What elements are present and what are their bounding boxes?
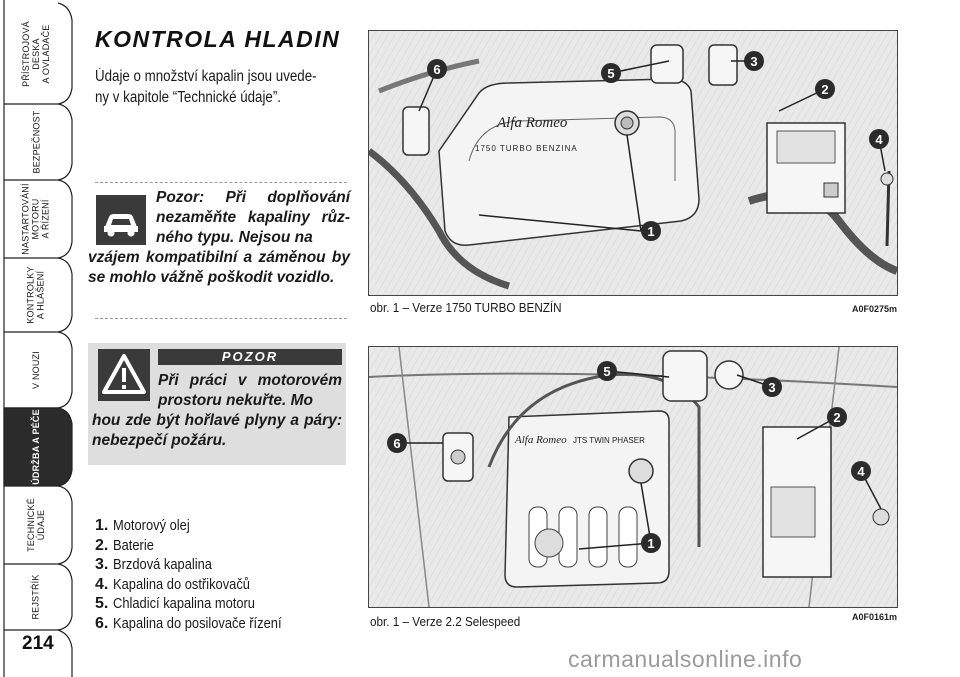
- warning-text-rest: hou zde být hořlavé plyny a páry: nebezp…: [92, 412, 342, 449]
- note-text: Pozor: Při doplňování nezaměňte kapaliny…: [88, 188, 350, 288]
- engine-figure-selespeed: Alfa Romeo JTS TWIN PHASER: [368, 346, 898, 608]
- legend-item: 1. Motorový olej: [95, 517, 190, 534]
- callout-markers: 1 2 3 4 5 6: [427, 51, 889, 241]
- engine-bay-illustration: Alfa Romeo 1750 TURBO BENZINA 1 2 3 4: [369, 31, 897, 295]
- warning-banner: POZOR: [158, 349, 342, 365]
- warning-triangle-icon: [98, 349, 150, 401]
- tab-technicke-udaje[interactable]: TECHNICKÉ ÚDAJE: [26, 498, 46, 552]
- callout-1: 1: [647, 536, 654, 551]
- car-damage-icon: [96, 195, 146, 245]
- figure-code-1: A0F0275m: [852, 304, 898, 314]
- figure-caption-1: obr. 1 – Verze 1750 TURBO BENZÍN: [370, 300, 562, 315]
- callout-3: 3: [768, 380, 775, 395]
- callout-5: 5: [603, 364, 610, 379]
- legend-item: 3. Brzdová kapalina: [95, 556, 212, 573]
- chapter-tabs: PŘÍSTROJOVÁ DESKA A OVLADAČE BEZPEČNOST …: [0, 0, 80, 677]
- page-title: KONTROLA HLADIN: [95, 26, 341, 52]
- callout-6: 6: [393, 436, 400, 451]
- note-text-rest: vzájem kompatibilní a záměnou by se mohl…: [88, 249, 350, 286]
- note-box: Pozor: Při doplňování nezaměňte kapaliny…: [88, 183, 350, 313]
- divider: [95, 182, 347, 183]
- tab-outline-graphic: [3, 0, 73, 677]
- tab-nastartovani-motoru[interactable]: NASTARTOVÁNÍ MOTORU A ŘÍZENÍ: [21, 183, 52, 255]
- engine-label-text: JTS TWIN PHASER: [573, 436, 645, 445]
- tab-v-nouzi[interactable]: V NOUZI: [31, 351, 41, 389]
- callout-6: 6: [433, 62, 440, 77]
- callout-2: 2: [821, 82, 828, 97]
- callout-markers: 1 2 3 4 5 6: [387, 361, 871, 553]
- callout-5: 5: [607, 66, 614, 81]
- engine-brand-text: Alfa Romeo: [514, 434, 567, 446]
- callout-2: 2: [833, 410, 840, 425]
- intro-paragraph: Údaje o množství kapalin jsou uvede­ny v…: [95, 68, 317, 106]
- tab-udrzba-a-pece[interactable]: ÚDRŽBA A PÉČE: [31, 409, 42, 485]
- divider: [95, 318, 347, 319]
- warning-text-first: Při práci v motorovém prostoru nekuřte. …: [158, 372, 342, 409]
- callout-4: 4: [857, 464, 865, 479]
- tab-bezpecnost[interactable]: BEZPEČNOST: [31, 110, 42, 174]
- parts-legend: 1. Motorový olej 2. Baterie 3. Brzdová k…: [95, 517, 365, 634]
- page-number: 214: [22, 633, 54, 654]
- note-text-first: Pozor: Při doplňování nezaměňte kapaliny…: [156, 189, 350, 246]
- callout-1: 1: [647, 224, 654, 239]
- engine-label-text: 1750 TURBO BENZINA: [475, 144, 578, 153]
- engine-bay-illustration: Alfa Romeo JTS TWIN PHASER: [369, 347, 897, 607]
- legend-item: 6. Kapalina do posilovače řízení: [95, 614, 282, 632]
- warning-box: POZOR Při práci v motorovém prostoru nek…: [88, 343, 346, 465]
- callout-3: 3: [750, 54, 757, 69]
- legend-item: 4. Kapalina do ostřikovačů: [95, 575, 250, 593]
- engine-brand-text: Alfa Romeo: [496, 115, 568, 131]
- engine-figure-1750: Alfa Romeo 1750 TURBO BENZINA 1 2 3 4: [368, 30, 898, 296]
- tab-kontrolky[interactable]: KONTROLKY A HLÁŠENÍ: [26, 266, 46, 324]
- figure-code-2: A0F0161m: [852, 612, 898, 622]
- watermark: carmanualsonline.info: [568, 646, 803, 672]
- legend-item: 5. Chladicí kapalina motoru: [95, 595, 255, 612]
- callout-4: 4: [875, 132, 883, 147]
- warning-text: Při práci v motorovém prostoru nekuřte. …: [92, 371, 342, 451]
- tab-pristrojova-deska[interactable]: PŘÍSTROJOVÁ DESKA A OVLADAČE: [21, 21, 51, 87]
- figure-caption-2: obr. 1 – Verze 2.2 Selespeed: [370, 614, 521, 629]
- tab-rejstrik[interactable]: REJSTŘÍK: [30, 574, 41, 620]
- legend-item: 2. Baterie: [95, 536, 154, 554]
